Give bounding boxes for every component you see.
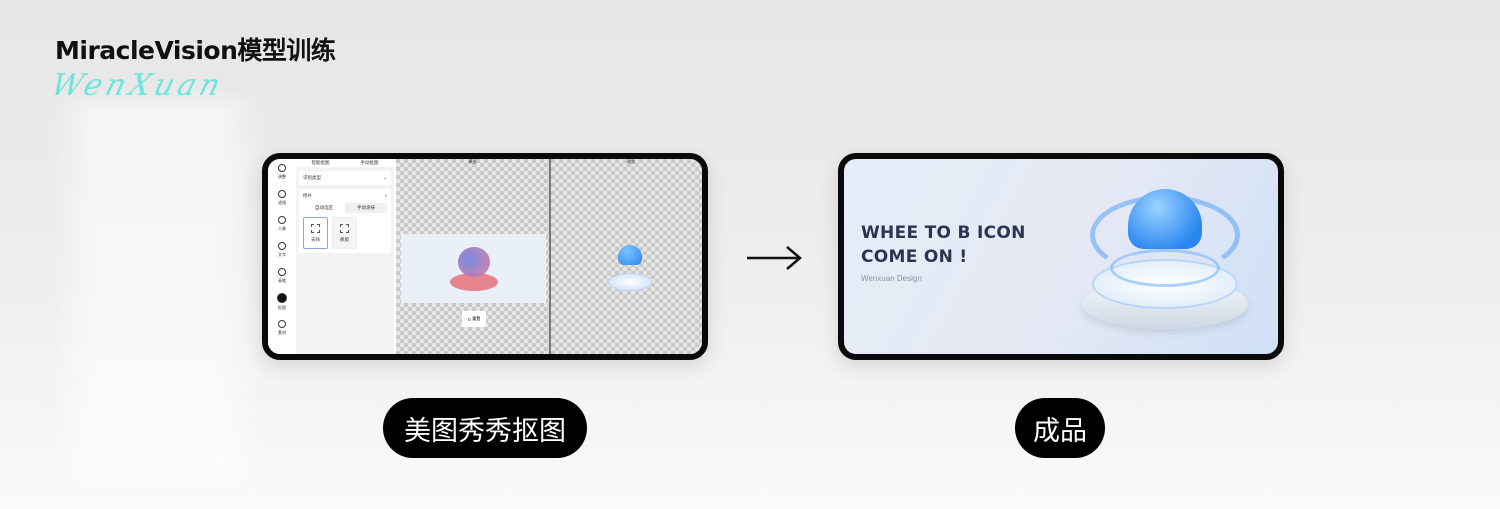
recognize-type-dropdown[interactable]: 识别类型⌄ <box>299 171 391 185</box>
mode-manual-paint[interactable]: 手动涂抹 <box>357 205 375 210</box>
background-light <box>50 100 265 480</box>
sidebar-item-filter[interactable]: 滤镜 <box>268 185 296 211</box>
label-meitu-cutout: 美图秀秀抠图 <box>383 398 587 458</box>
sidebar-item-portrait[interactable]: 人像 <box>268 211 296 237</box>
reset-button[interactable]: ↻ 重置 <box>462 311 486 327</box>
text-icon <box>278 242 286 250</box>
option-keep[interactable]: 保留 <box>332 217 357 249</box>
sidebar-item-adjust[interactable]: 调整 <box>268 159 296 185</box>
filter-icon <box>278 190 286 198</box>
arrow-right-icon <box>747 246 802 270</box>
cutout-panel: 智能抠图手动抠图 识别类型⌄ 修补^ 自动选区手动涂抹 去除 保留 <box>296 159 394 354</box>
chevron-down-icon: ⌄ <box>383 175 387 180</box>
sidebar-item-material[interactable]: 素材 <box>268 315 296 341</box>
cloud-3d-icon <box>1080 179 1250 339</box>
divider <box>549 159 551 354</box>
material-icon <box>278 320 286 328</box>
label-final-product: 成品 <box>1015 398 1105 458</box>
mode-auto-select[interactable]: 自动选区 <box>303 203 345 213</box>
portrait-icon <box>278 216 286 224</box>
adjust-icon <box>278 164 286 172</box>
cutout-icon <box>277 293 287 303</box>
signature: WenXuan <box>47 68 229 103</box>
cutout-result-image <box>606 241 654 291</box>
subtitle: Wenxuan Design <box>861 274 922 283</box>
tab-smart-cutout[interactable]: 智能抠图 <box>311 160 330 165</box>
remove-icon <box>311 223 320 233</box>
preview-canvas: 预览 <box>551 159 702 354</box>
sidebar-item-text[interactable]: 文字 <box>268 237 296 263</box>
patch-section: 修补^ 自动选区手动涂抹 去除 保留 <box>299 189 391 253</box>
option-remove[interactable]: 去除 <box>303 217 328 249</box>
app-screenshot-frame: 调整 滤镜 人像 文字 画笔 抠图 素材 智能抠图手动抠图 识别类型⌄ 修补^ … <box>262 153 708 360</box>
brush-icon <box>278 268 286 276</box>
keep-icon <box>340 223 349 233</box>
sidebar-item-cutout[interactable]: 抠图 <box>268 289 296 315</box>
original-canvas[interactable]: 原图 ↻ 重置 <box>396 159 549 354</box>
reset-icon: ↻ <box>467 316 473 322</box>
tab-manual-cutout[interactable]: 手动抠图 <box>360 160 379 165</box>
original-image <box>401 234 546 303</box>
chevron-up-icon[interactable]: ^ <box>384 193 387 199</box>
page-title: MiracleVision模型训练 <box>55 36 336 65</box>
sidebar-item-brush[interactable]: 画笔 <box>268 263 296 289</box>
sidebar: 调整 滤镜 人像 文字 画笔 抠图 素材 <box>268 159 296 354</box>
